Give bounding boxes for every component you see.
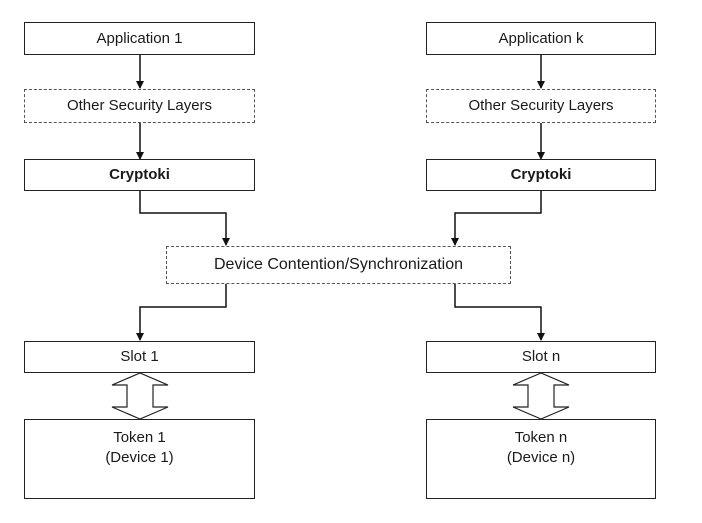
token-1-device: (Device 1) bbox=[105, 449, 174, 466]
double-arrow-slotn-tokenn bbox=[512, 372, 570, 420]
application-k-box: Application k bbox=[426, 22, 656, 55]
application-1-box: Application 1 bbox=[24, 22, 255, 55]
slot-1-label: Slot 1 bbox=[120, 348, 159, 365]
slot-n-label: Slot n bbox=[521, 348, 561, 365]
token-n-box: Token n (Device n) bbox=[426, 419, 656, 499]
arrow-cryptoki-left-to-contention bbox=[139, 191, 230, 246]
other-security-layers-left-label: Other Security Layers bbox=[66, 97, 213, 114]
cryptoki-right-label: Cryptoki bbox=[510, 166, 572, 183]
application-1-label: Application 1 bbox=[96, 29, 183, 47]
slot-1-box: Slot 1 bbox=[24, 341, 255, 373]
token-n-name: Token n bbox=[514, 429, 568, 446]
token-n-device: (Device n) bbox=[506, 449, 576, 466]
arrow-cryptoki-right-to-contention bbox=[451, 191, 542, 246]
application-k-label: Application k bbox=[498, 29, 584, 47]
cryptoki-left-label: Cryptoki bbox=[109, 166, 170, 183]
token-1-box: Token 1 (Device 1) bbox=[24, 419, 255, 499]
device-contention-box: Device Contention/Synchronization bbox=[166, 246, 511, 284]
other-security-layers-right-box: Other Security Layers bbox=[426, 89, 656, 123]
device-contention-label: Device Contention/Synchronization bbox=[213, 256, 464, 273]
other-security-layers-right-label: Other Security Layers bbox=[468, 97, 614, 114]
slot-n-box: Slot n bbox=[426, 341, 656, 373]
other-security-layers-left-box: Other Security Layers bbox=[24, 89, 255, 123]
cryptoki-right-box: Cryptoki bbox=[426, 159, 656, 191]
arrow-contention-to-slot1 bbox=[136, 284, 227, 341]
cryptoki-left-box: Cryptoki bbox=[24, 159, 255, 191]
arrow-contention-to-slotn bbox=[454, 284, 545, 341]
token-1-name: Token 1 bbox=[113, 429, 166, 446]
double-arrow-slot1-token1 bbox=[111, 372, 169, 420]
